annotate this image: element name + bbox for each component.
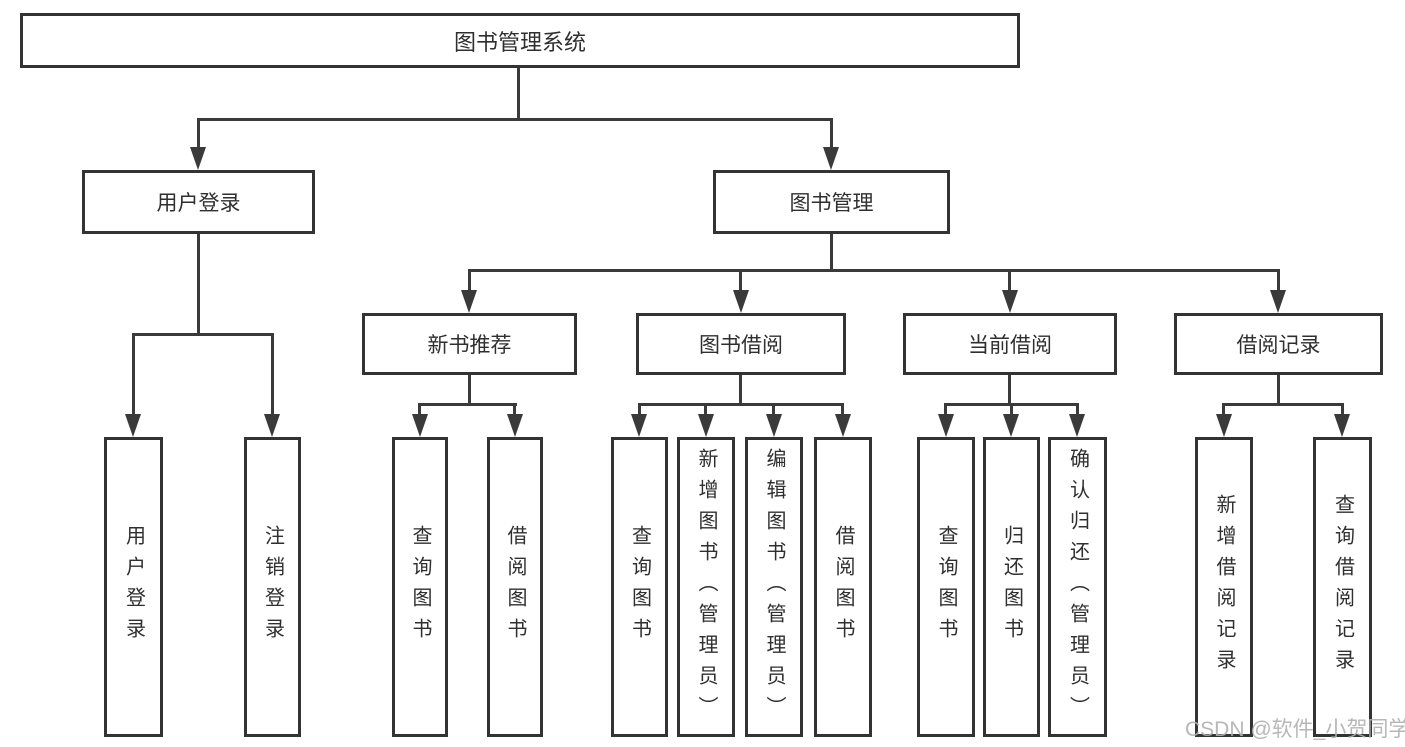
connector-arrowhead (412, 414, 428, 437)
connector-arrowhead (507, 414, 523, 437)
connector-line (1076, 403, 1079, 416)
connector-arrowhead (125, 414, 141, 437)
connector-borrowing-splitter (638, 403, 844, 406)
connector-records-splitter (1222, 403, 1344, 406)
leaf-user-login: 用户登录 (104, 437, 163, 737)
connector-arrowhead (938, 414, 954, 437)
connector-line (1277, 269, 1280, 292)
connector-line (468, 269, 471, 292)
connector-line (1008, 269, 1011, 292)
connector-root-splitter (197, 118, 833, 121)
connector-new-book-splitter (418, 403, 517, 406)
connector-user-login-stem (197, 234, 200, 335)
leaf-records-query-borrow-record: 查询借阅记录 (1313, 437, 1372, 737)
connector-user-login-splitter (132, 333, 274, 336)
leaf-borrowing-query-books: 查询图书 (611, 437, 668, 737)
connector-book-mgmt-stem (830, 234, 833, 272)
leaf-logout: 注销登录 (244, 437, 301, 737)
connector-line (1341, 403, 1344, 416)
connector-borrowing-stem (739, 375, 742, 406)
connector-arrowhead (190, 147, 206, 170)
connector-arrowhead (1216, 414, 1232, 437)
connector-line (132, 333, 135, 415)
leaf-current-return-books: 归还图书 (983, 437, 1040, 737)
node-library-management-system: 图书管理系统 (20, 13, 1020, 68)
connector-line (704, 403, 707, 416)
connector-arrowhead (1069, 414, 1085, 437)
connector-arrowhead (1334, 414, 1350, 437)
connector-arrowhead (733, 290, 749, 313)
connector-arrowhead (1270, 290, 1286, 313)
connector-line (1222, 403, 1225, 416)
connector-line (513, 403, 516, 416)
leaf-newbook-borrow-books: 借阅图书 (487, 437, 543, 737)
connector-new-book-stem (468, 375, 471, 406)
leaf-borrowing-add-books-admin: 新增图书（管理员） (677, 437, 735, 737)
connector-line (197, 118, 200, 149)
connector-arrowhead (461, 290, 477, 313)
connector-arrowhead (264, 414, 280, 437)
leaf-current-confirm-return-admin: 确认归还（管理员） (1048, 437, 1107, 737)
leaf-borrowing-edit-books-admin: 编辑图书（管理员） (745, 437, 803, 737)
connector-records-stem (1277, 375, 1280, 406)
connector-line (830, 118, 833, 149)
connector-line (271, 333, 274, 415)
csdn-watermark: CSDN @软件_小贺同学 (1185, 718, 1405, 741)
connector-line (841, 403, 844, 416)
connector-current-stem (1008, 375, 1011, 406)
connector-arrowhead (835, 414, 851, 437)
connector-arrowhead (766, 414, 782, 437)
leaf-newbook-query-books: 查询图书 (392, 437, 448, 737)
connector-line (772, 403, 775, 416)
connector-book-mgmt-splitter (468, 269, 1280, 272)
leaf-borrowing-borrow-books: 借阅图书 (814, 437, 872, 737)
connector-arrowhead (1003, 414, 1019, 437)
connector-root-stem (517, 68, 520, 120)
leaf-current-query-books: 查询图书 (917, 437, 975, 737)
leaf-records-add-borrow-record: 新增借阅记录 (1195, 437, 1253, 737)
node-new-book-recommendation: 新书推荐 (362, 313, 577, 375)
connector-line (418, 403, 421, 416)
connector-line (739, 269, 742, 292)
connector-arrowhead (823, 147, 839, 170)
node-book-borrowing: 图书借阅 (636, 313, 846, 375)
node-current-borrowing: 当前借阅 (903, 313, 1117, 375)
connector-arrowhead (698, 414, 714, 437)
connector-line (638, 403, 641, 416)
connector-line (1010, 403, 1013, 416)
connector-line (944, 403, 947, 416)
connector-arrowhead (631, 414, 647, 437)
node-book-management: 图书管理 (713, 170, 950, 234)
node-user-login: 用户登录 (82, 170, 315, 234)
connector-arrowhead (1002, 290, 1018, 313)
node-borrowing-records: 借阅记录 (1174, 313, 1383, 375)
